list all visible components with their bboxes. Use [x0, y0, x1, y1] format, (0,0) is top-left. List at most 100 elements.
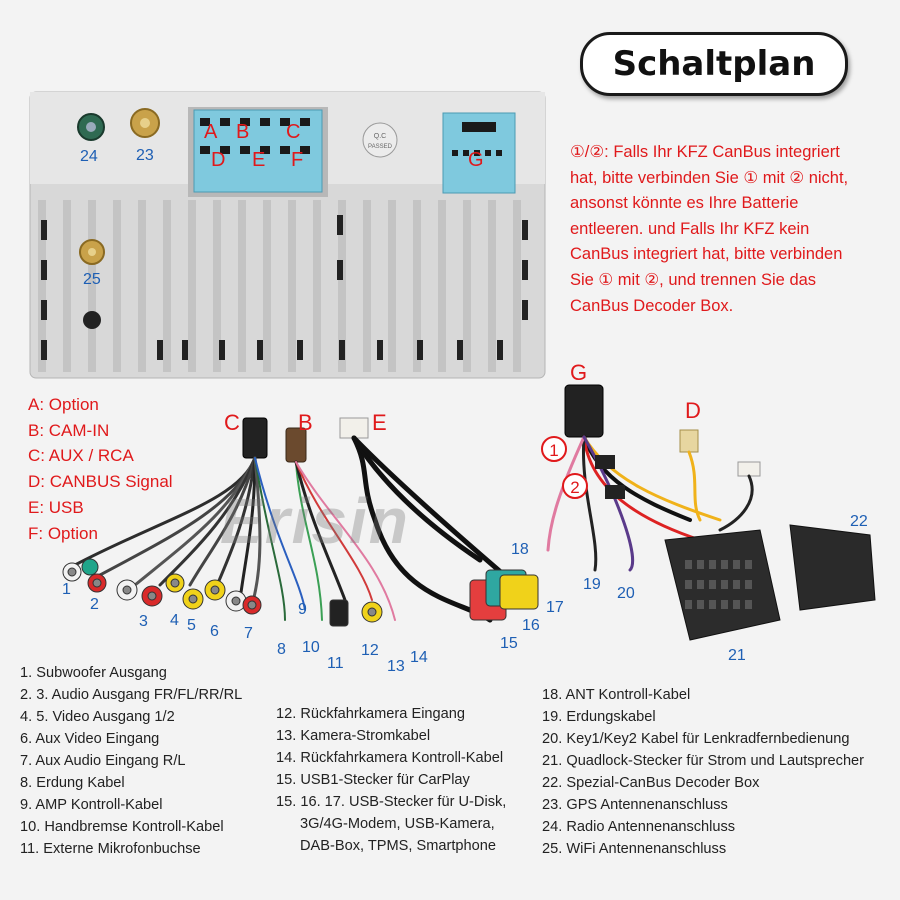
connector-e-plug — [339, 417, 369, 439]
panel-vent — [457, 340, 463, 360]
harness-letter-c: C — [224, 410, 240, 435]
legend-item: C: AUX / RCA — [28, 446, 134, 466]
connector-pin — [463, 150, 469, 156]
legend-item: A: Option — [28, 395, 99, 414]
list-item: 14. Rückfahrkamera Kontroll-Kabel — [276, 750, 504, 766]
panel-vent — [297, 340, 303, 360]
list-item: 12. Rückfahrkamera Eingang — [276, 706, 466, 722]
list-item: 1. Subwoofer Ausgang — [20, 665, 167, 681]
circle-label-2: 2 — [570, 478, 579, 497]
quadlock-pin — [745, 560, 752, 569]
note-line: ansonst könnte es Ihre Batterie — [570, 194, 799, 213]
harness-num-14: 14 — [410, 649, 428, 666]
harness-num-10: 10 — [302, 639, 320, 656]
note-line: Sie ① mit ②, und trennen Sie das — [570, 270, 817, 289]
connector-pin — [260, 118, 270, 126]
qc-sticker-line1: Q.C — [374, 133, 386, 140]
connector-pin — [200, 118, 210, 126]
legend-item: E: USB — [28, 497, 84, 517]
canbus-note: ①/②: Falls Ihr KFZ CanBus integriert hat… — [570, 140, 890, 319]
list-middle: 12. Rückfahrkamera Eingang 13. Kamera-St… — [276, 703, 506, 857]
quadlock-pin — [697, 600, 704, 609]
list-item: 21. Quadlock-Stecker für Strom und Lauts… — [542, 753, 865, 769]
harness-num-16: 16 — [522, 617, 540, 634]
quadlock-pin — [721, 600, 728, 609]
canbus-link-2 — [605, 485, 625, 499]
harness-num-4: 4 — [170, 612, 179, 629]
quadlock-pin — [745, 600, 752, 609]
harness-num-3: 3 — [139, 613, 148, 630]
back-panel: Q.C PASSED — [29, 91, 546, 379]
connector-pin — [240, 118, 250, 126]
harness-letter-b: B — [298, 410, 313, 435]
list-item: 7. Aux Audio Eingang R/L — [20, 753, 186, 769]
harness-num-15: 15 — [500, 635, 518, 652]
panel-letter-b: B — [236, 121, 249, 143]
list-item: 15. USB1-Stecker für CarPlay — [276, 772, 470, 788]
list-item: 3G/4G-Modem, USB-Kamera, — [300, 816, 495, 832]
quadlock-pin — [697, 580, 704, 589]
connector-pin — [300, 146, 310, 154]
harness-num-12: 12 — [361, 642, 379, 659]
harness-letter-g: G — [570, 360, 587, 385]
quadlock-pin — [745, 580, 752, 589]
panel-letter-g: G — [468, 149, 484, 171]
list-item: 24. Radio Antennenanschluss — [542, 819, 736, 835]
list-item: 15. 16. 17. USB-Stecker für U-Disk, — [276, 794, 507, 810]
qc-sticker — [362, 122, 398, 158]
harness-num-5: 5 — [187, 617, 196, 634]
harness-num-11: 11 — [327, 655, 344, 672]
panel-letter-c: C — [286, 121, 300, 143]
quadlock-pin — [721, 560, 728, 569]
legend-item: B: CAM-IN — [28, 420, 110, 440]
harness-right — [546, 384, 876, 641]
quadlock-pin — [733, 600, 740, 609]
note-line: CanBus integriert hat, bitte verbinden — [570, 245, 843, 264]
panel-vent — [522, 220, 528, 240]
list-item: 22. Spezial-CanBus Decoder Box — [542, 775, 760, 791]
harness-num-18: 18 — [511, 541, 529, 558]
canbus-decoder-box — [789, 524, 876, 611]
panel-vent — [41, 220, 47, 240]
harness-left — [62, 417, 539, 627]
harness-numbers: 1 2 3 4 5 6 7 8 9 10 11 12 13 14 15 16 1… — [62, 513, 868, 675]
panel-letter-d: D — [211, 149, 225, 171]
connector-g-plug — [564, 384, 604, 438]
harness-num-22: 22 — [850, 513, 868, 530]
panel-letter-e: E — [252, 149, 265, 171]
legend-item: F: Option — [28, 523, 98, 543]
list-right: 18. ANT Kontroll-Kabel 19. Erdungskabel … — [542, 684, 864, 860]
watermark: Erisin — [220, 485, 410, 557]
list-item: 13. Kamera-Stromkabel — [276, 728, 431, 744]
panel-vent — [377, 340, 383, 360]
harness-num-20: 20 — [617, 585, 635, 602]
harness-letters: C B E G D — [224, 360, 701, 435]
quadlock-pin — [721, 580, 728, 589]
connector-latch — [462, 122, 496, 132]
list-item: 10. Handbremse Kontroll-Kabel — [20, 819, 224, 835]
harness-num-7: 7 — [244, 625, 253, 642]
connector-pin — [474, 150, 480, 156]
connector-pin — [485, 150, 491, 156]
list-item: 19. Erdungskabel — [542, 709, 656, 725]
harness-num-21: 21 — [728, 647, 746, 664]
circle-label-1: 1 — [549, 441, 558, 460]
quadlock-pin — [685, 580, 692, 589]
list-item: 23. GPS Antennenanschluss — [542, 797, 728, 813]
quadlock-pin — [733, 580, 740, 589]
list-item: 18. ANT Kontroll-Kabel — [542, 687, 691, 703]
label-25: 25 — [83, 271, 101, 288]
panel-vent — [219, 340, 225, 360]
note-line: ①/②: Falls Ihr KFZ CanBus integriert — [570, 143, 840, 161]
connector-pin — [220, 118, 230, 126]
quadlock-pin — [709, 580, 716, 589]
panel-vent — [257, 340, 263, 360]
list-item: 6. Aux Video Eingang — [20, 731, 160, 747]
panel-vent — [337, 215, 343, 235]
connector-pin — [260, 146, 270, 154]
quadlock-pin — [709, 600, 716, 609]
connector-pin — [300, 118, 310, 126]
connector-pin — [280, 118, 290, 126]
quadlock-pin — [697, 560, 704, 569]
